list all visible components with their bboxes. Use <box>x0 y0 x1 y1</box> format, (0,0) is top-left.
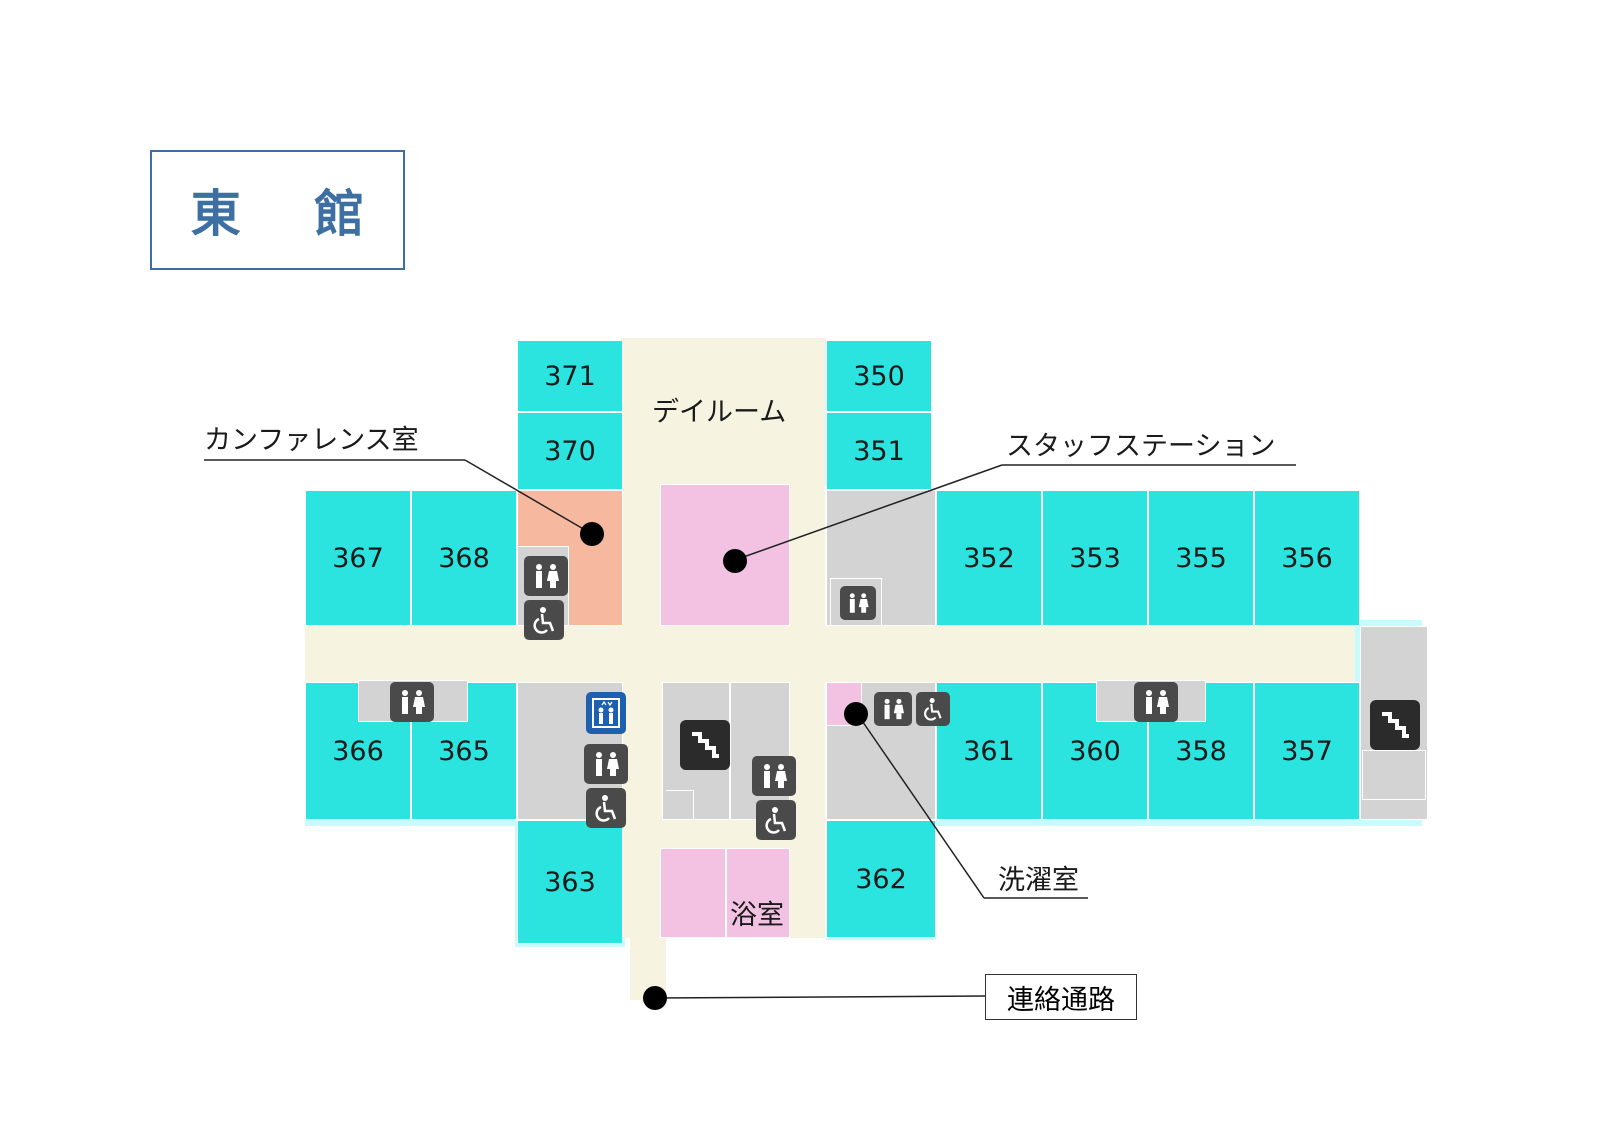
room-367[interactable]: 367 <box>305 490 411 626</box>
laundry-marker[interactable] <box>844 702 868 726</box>
conference-marker[interactable] <box>580 522 604 546</box>
stair-steps-center <box>666 790 694 820</box>
bath-room-a[interactable] <box>660 848 726 938</box>
restroom-icon <box>584 744 628 784</box>
room-370[interactable]: 370 <box>517 412 623 490</box>
day-room-label: デイルーム <box>652 397 787 428</box>
room-363[interactable]: 363 <box>517 820 623 944</box>
corridor-horizontal <box>305 626 1355 682</box>
room-368[interactable]: 368 <box>411 490 517 626</box>
stair-steps-east <box>1362 750 1426 800</box>
room-351[interactable]: 351 <box>826 412 932 490</box>
room-352[interactable]: 352 <box>936 490 1042 626</box>
room-355[interactable]: 355 <box>1148 490 1254 626</box>
room-356[interactable]: 356 <box>1254 490 1360 626</box>
elevator-icon <box>586 692 626 734</box>
connecting-passage-marker[interactable] <box>643 986 667 1010</box>
building-title: 東 館 <box>150 150 405 270</box>
accessible-icon <box>586 788 626 828</box>
accessible-icon <box>756 800 796 840</box>
room-353[interactable]: 353 <box>1042 490 1148 626</box>
room-361[interactable]: 361 <box>936 682 1042 820</box>
conference-label: カンファレンス室 <box>204 425 419 456</box>
bath-room-b[interactable] <box>726 848 790 938</box>
restroom-icon <box>1134 682 1178 722</box>
restroom-icon <box>752 756 796 796</box>
staff-station-marker[interactable] <box>723 549 747 573</box>
stairs-icon <box>1370 700 1420 750</box>
restroom-icon <box>874 692 912 726</box>
restroom-icon <box>524 556 568 596</box>
connecting-passage-label: 連絡通路 <box>985 974 1137 1020</box>
room-350[interactable]: 350 <box>826 340 932 412</box>
laundry-label: 洗濯室 <box>998 865 1079 896</box>
room-357[interactable]: 357 <box>1254 682 1360 820</box>
accessible-icon <box>916 692 950 726</box>
staff-station-label: スタッフステーション <box>1006 431 1276 462</box>
stairs-icon <box>680 720 730 770</box>
room-362[interactable]: 362 <box>826 820 936 938</box>
restroom-icon <box>840 586 876 620</box>
room-371[interactable]: 371 <box>517 340 623 412</box>
restroom-icon <box>390 682 434 722</box>
bath-label: 浴室 <box>730 900 784 931</box>
accessible-icon <box>524 600 564 640</box>
